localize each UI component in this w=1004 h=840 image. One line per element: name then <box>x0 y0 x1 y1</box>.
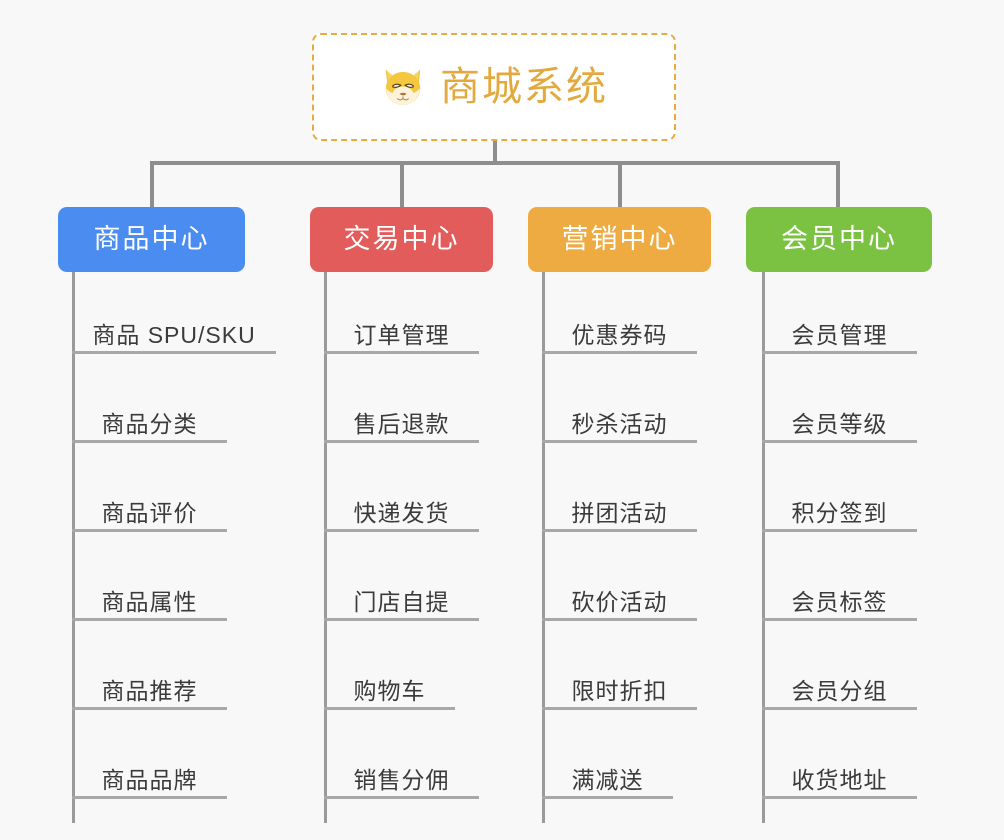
leaf-item-label: 商品分类 <box>101 411 198 438</box>
leaf-item-label: 秒杀活动 <box>571 411 668 438</box>
leaf-item[interactable]: 收货地址 <box>762 755 917 799</box>
leaf-item-label: 会员管理 <box>791 322 888 349</box>
branch-trunk-3 <box>542 272 545 823</box>
branch-header-营销中心[interactable]: 营销中心 <box>528 207 711 272</box>
leaf-item-label: 优惠券码 <box>571 322 668 349</box>
leaf-item[interactable]: 商品分类 <box>72 399 227 443</box>
leaf-item[interactable]: 会员等级 <box>762 399 917 443</box>
leaf-item-label: 拼团活动 <box>571 500 668 527</box>
leaf-item[interactable]: 门店自提 <box>324 577 479 621</box>
leaf-item-label: 限时折扣 <box>571 678 668 705</box>
leaf-item-label: 销售分佣 <box>353 767 450 794</box>
leaf-item[interactable]: 会员分组 <box>762 666 917 710</box>
leaf-item[interactable]: 积分签到 <box>762 488 917 532</box>
leaf-item[interactable]: 砍价活动 <box>542 577 697 621</box>
leaf-item[interactable]: 商品 SPU/SKU <box>72 310 276 354</box>
leaf-item-label: 订单管理 <box>353 322 450 349</box>
leaf-item[interactable]: 会员管理 <box>762 310 917 354</box>
leaf-item-label: 积分签到 <box>791 500 888 527</box>
branch-trunk-1 <box>72 272 75 823</box>
leaf-item[interactable]: 销售分佣 <box>324 755 479 799</box>
leaf-item-label: 快递发货 <box>353 500 450 527</box>
connector-drop-4 <box>836 161 840 207</box>
leaf-item-label: 收货地址 <box>791 767 888 794</box>
leaf-item[interactable]: 满减送 <box>542 755 673 799</box>
branch-header-label: 交易中心 <box>343 224 460 254</box>
leaf-item-label: 砍价活动 <box>571 589 668 616</box>
leaf-item[interactable]: 商品推荐 <box>72 666 227 710</box>
leaf-item[interactable]: 商品品牌 <box>72 755 227 799</box>
connector-stem <box>493 141 497 164</box>
leaf-item[interactable]: 售后退款 <box>324 399 479 443</box>
leaf-item[interactable]: 拼团活动 <box>542 488 697 532</box>
branch-header-会员中心[interactable]: 会员中心 <box>746 207 932 272</box>
branch-header-商品中心[interactable]: 商品中心 <box>58 207 245 272</box>
leaf-item-label: 会员分组 <box>791 678 888 705</box>
root-node[interactable]: 商城系统 <box>312 33 676 141</box>
leaf-item-label: 商品属性 <box>101 589 198 616</box>
shiba-dog-icon <box>385 69 421 105</box>
branch-header-label: 商品中心 <box>93 224 210 254</box>
leaf-item-label: 商品 SPU/SKU <box>92 322 256 349</box>
leaf-item-label: 商品品牌 <box>101 767 198 794</box>
branch-header-label: 营销中心 <box>561 224 678 254</box>
leaf-item-label: 满减送 <box>571 767 644 794</box>
branch-header-label: 会员中心 <box>781 224 897 254</box>
connector-drop-3 <box>618 161 622 207</box>
leaf-item[interactable]: 商品评价 <box>72 488 227 532</box>
leaf-item-label: 商品推荐 <box>101 678 198 705</box>
leaf-item[interactable]: 优惠券码 <box>542 310 697 354</box>
leaf-item-label: 购物车 <box>353 678 426 705</box>
leaf-item[interactable]: 秒杀活动 <box>542 399 697 443</box>
leaf-item-label: 会员等级 <box>791 411 888 438</box>
branch-header-交易中心[interactable]: 交易中心 <box>310 207 493 272</box>
branch-trunk-4 <box>762 272 765 823</box>
leaf-item[interactable]: 限时折扣 <box>542 666 697 710</box>
root-title: 商城系统 <box>440 65 608 109</box>
leaf-item-label: 会员标签 <box>791 589 888 616</box>
leaf-item[interactable]: 商品属性 <box>72 577 227 621</box>
leaf-item[interactable]: 订单管理 <box>324 310 479 354</box>
connector-bus <box>150 161 840 165</box>
leaf-item-label: 商品评价 <box>101 500 198 527</box>
leaf-item[interactable]: 购物车 <box>324 666 455 710</box>
branch-trunk-2 <box>324 272 327 823</box>
leaf-item[interactable]: 快递发货 <box>324 488 479 532</box>
leaf-item-label: 售后退款 <box>353 411 450 438</box>
connector-drop-1 <box>150 161 154 207</box>
leaf-item[interactable]: 会员标签 <box>762 577 917 621</box>
leaf-item-label: 门店自提 <box>353 589 450 616</box>
connector-drop-2 <box>400 161 404 207</box>
